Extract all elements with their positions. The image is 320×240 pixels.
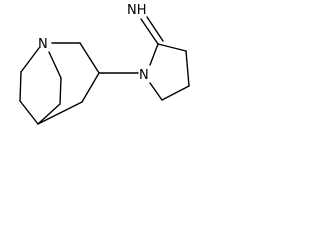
imine-bond-inner xyxy=(146,16,164,42)
bond-n-c2 xyxy=(149,43,159,66)
bond-ch2-c3 xyxy=(79,42,100,74)
imine-double-bond xyxy=(140,16,164,45)
bond-c3-c4 xyxy=(185,50,190,87)
bond-c5-n xyxy=(149,82,163,101)
bond-n1-mid xyxy=(48,51,62,79)
atom-imine-nh: NH xyxy=(127,3,147,18)
bond-mid-low xyxy=(59,77,62,105)
imine-bond-outer xyxy=(140,18,159,45)
bond-c4-c5 xyxy=(161,85,190,101)
atom-quinuclidine-n: N xyxy=(38,37,48,52)
bond-c3-c4 xyxy=(81,72,100,103)
bond-n1-cl xyxy=(20,47,40,73)
bond-c2-c3 xyxy=(157,43,187,52)
pyrrolidine-ring xyxy=(149,43,190,101)
chemical-structure: N N NH xyxy=(19,3,190,125)
bond-low-bh xyxy=(37,103,61,125)
bond-bl-bh xyxy=(19,100,39,125)
quinuclidine-cage xyxy=(19,42,100,125)
atom-pyrrolidine-n: N xyxy=(139,68,149,83)
bond-c4-bh xyxy=(37,101,83,125)
bond-cl-bl xyxy=(19,71,22,102)
